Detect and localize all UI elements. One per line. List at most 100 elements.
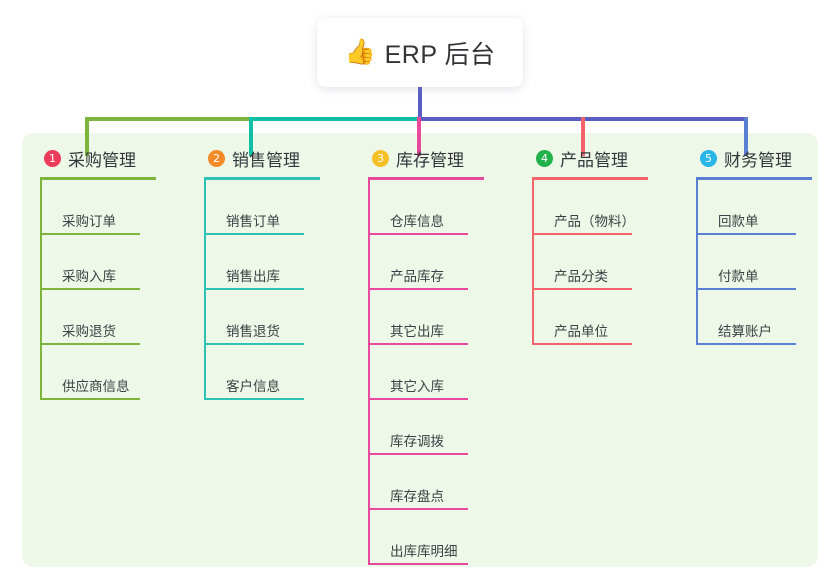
branch-item[interactable]: 产品（物料） [532,180,692,235]
branch-item-underline [204,343,304,345]
branch-item[interactable]: 结算账户 [696,290,839,345]
branch-vertical-spine [40,180,42,400]
branch-item-label: 采购入库 [62,269,116,284]
diagram-background-panel [22,133,818,567]
branch-header-2[interactable]: 2 销售管理 [200,143,364,173]
branch-header-3[interactable]: 3 库存管理 [364,143,528,173]
branch-item[interactable]: 采购退货 [40,290,200,345]
thumbs-up-icon: 👍 [344,38,376,66]
branch-drop-connector-1 [85,117,89,156]
branch-item[interactable]: 采购入库 [40,235,200,290]
branch-item-underline [40,233,140,235]
branch-item[interactable]: 产品分类 [532,235,692,290]
branch-item-label: 库存盘点 [390,489,444,504]
branch-title: 产品管理 [560,150,628,170]
branch-number-badge: 5 [700,149,717,167]
horizontal-connector-segment-b [249,117,419,121]
branch-item-list: 销售订单销售出库销售退货客户信息 [204,180,364,400]
branch-column-1: 1 采购管理采购订单采购入库采购退货供应商信息 [36,143,200,400]
branch-item-label: 客户信息 [226,379,280,394]
branch-item[interactable]: 销售订单 [204,180,364,235]
branch-item[interactable]: 销售退货 [204,290,364,345]
branch-item-underline [204,398,304,400]
branch-header-underline [532,177,648,180]
branch-header-4[interactable]: 4 产品管理 [528,143,692,173]
branch-item[interactable]: 供应商信息 [40,345,200,400]
branch-drop-connector-4 [581,117,585,156]
branch-item-underline [696,343,796,345]
branch-item[interactable]: 采购订单 [40,180,200,235]
branch-item-underline [368,233,468,235]
branch-column-5: 5 财务管理回款单付款单结算账户 [692,143,839,345]
branch-item-label: 产品库存 [390,269,444,284]
branch-column-3: 3 库存管理仓库信息产品库存其它出库其它入库库存调拨库存盘点出库库明细 [364,143,528,565]
branch-item-list: 回款单付款单结算账户 [696,180,839,345]
branch-vertical-spine [532,180,534,345]
branch-title: 库存管理 [396,150,464,170]
branch-item-label: 产品单位 [554,324,608,339]
branch-item-label: 销售订单 [226,214,280,229]
branch-item[interactable]: 客户信息 [204,345,364,400]
branch-item-underline [204,233,304,235]
branch-item-label: 其它入库 [390,379,444,394]
branch-drop-connector-3 [417,117,421,156]
branch-item-underline [40,398,140,400]
branch-item-underline [532,288,632,290]
branch-item-underline [368,398,468,400]
branch-item-label: 付款单 [718,269,759,284]
horizontal-connector-segment-a [85,117,251,121]
branch-item-label: 出库库明细 [390,544,458,559]
branch-number-badge: 2 [208,149,225,167]
branch-number-badge: 1 [44,149,61,167]
branch-item[interactable]: 其它入库 [368,345,528,400]
branch-item-underline [696,233,796,235]
branch-drop-connector-2 [249,117,253,156]
branch-item-underline [368,343,468,345]
branch-header-1[interactable]: 1 采购管理 [36,143,200,173]
branch-column-2: 2 销售管理销售订单销售出库销售退货客户信息 [200,143,364,400]
branch-item-underline [368,563,468,565]
branch-number-badge: 3 [372,149,389,167]
branch-item-label: 采购退货 [62,324,116,339]
branch-item[interactable]: 销售出库 [204,235,364,290]
branch-title: 财务管理 [724,150,792,170]
branch-item-label: 其它出库 [390,324,444,339]
branch-item-underline [368,453,468,455]
branch-item-label: 结算账户 [718,324,772,339]
branch-header-underline [204,177,320,180]
branch-item-label: 销售出库 [226,269,280,284]
branch-item[interactable]: 其它出库 [368,290,528,345]
branch-item[interactable]: 产品库存 [368,235,528,290]
branch-item-label: 回款单 [718,214,759,229]
branch-vertical-spine [368,180,370,565]
branch-item[interactable]: 回款单 [696,180,839,235]
branch-vertical-spine [204,180,206,400]
branch-header-underline [40,177,156,180]
branch-vertical-spine [696,180,698,345]
root-node-title: ERP 后台 [384,40,496,69]
branch-drop-connector-5 [744,117,748,156]
branch-column-4: 4 产品管理产品（物料） 产品分类产品单位 [528,143,692,345]
branch-item[interactable]: 库存盘点 [368,455,528,510]
branch-item-label: 销售退货 [226,324,280,339]
branch-item-list: 产品（物料） 产品分类产品单位 [532,180,692,345]
branch-item[interactable]: 出库库明细 [368,510,528,565]
branch-item[interactable]: 库存调拨 [368,400,528,455]
branch-item-label: 采购订单 [62,214,116,229]
branch-title: 销售管理 [232,150,300,170]
branch-title: 采购管理 [68,150,136,170]
branch-item-label: 产品分类 [554,269,608,284]
branch-item-underline [532,233,632,235]
branch-item-label: 供应商信息 [62,379,130,394]
branch-item-underline [40,288,140,290]
root-node-erp-backend[interactable]: 👍 ERP 后台 [317,18,523,87]
root-stem-connector [418,86,422,119]
branch-number-badge: 4 [536,149,553,167]
branch-item-underline [368,508,468,510]
branch-header-underline [368,177,484,180]
branch-item[interactable]: 付款单 [696,235,839,290]
branch-header-5[interactable]: 5 财务管理 [692,143,839,173]
branch-item[interactable]: 仓库信息 [368,180,528,235]
branch-item[interactable]: 产品单位 [532,290,692,345]
branch-item-underline [532,343,632,345]
